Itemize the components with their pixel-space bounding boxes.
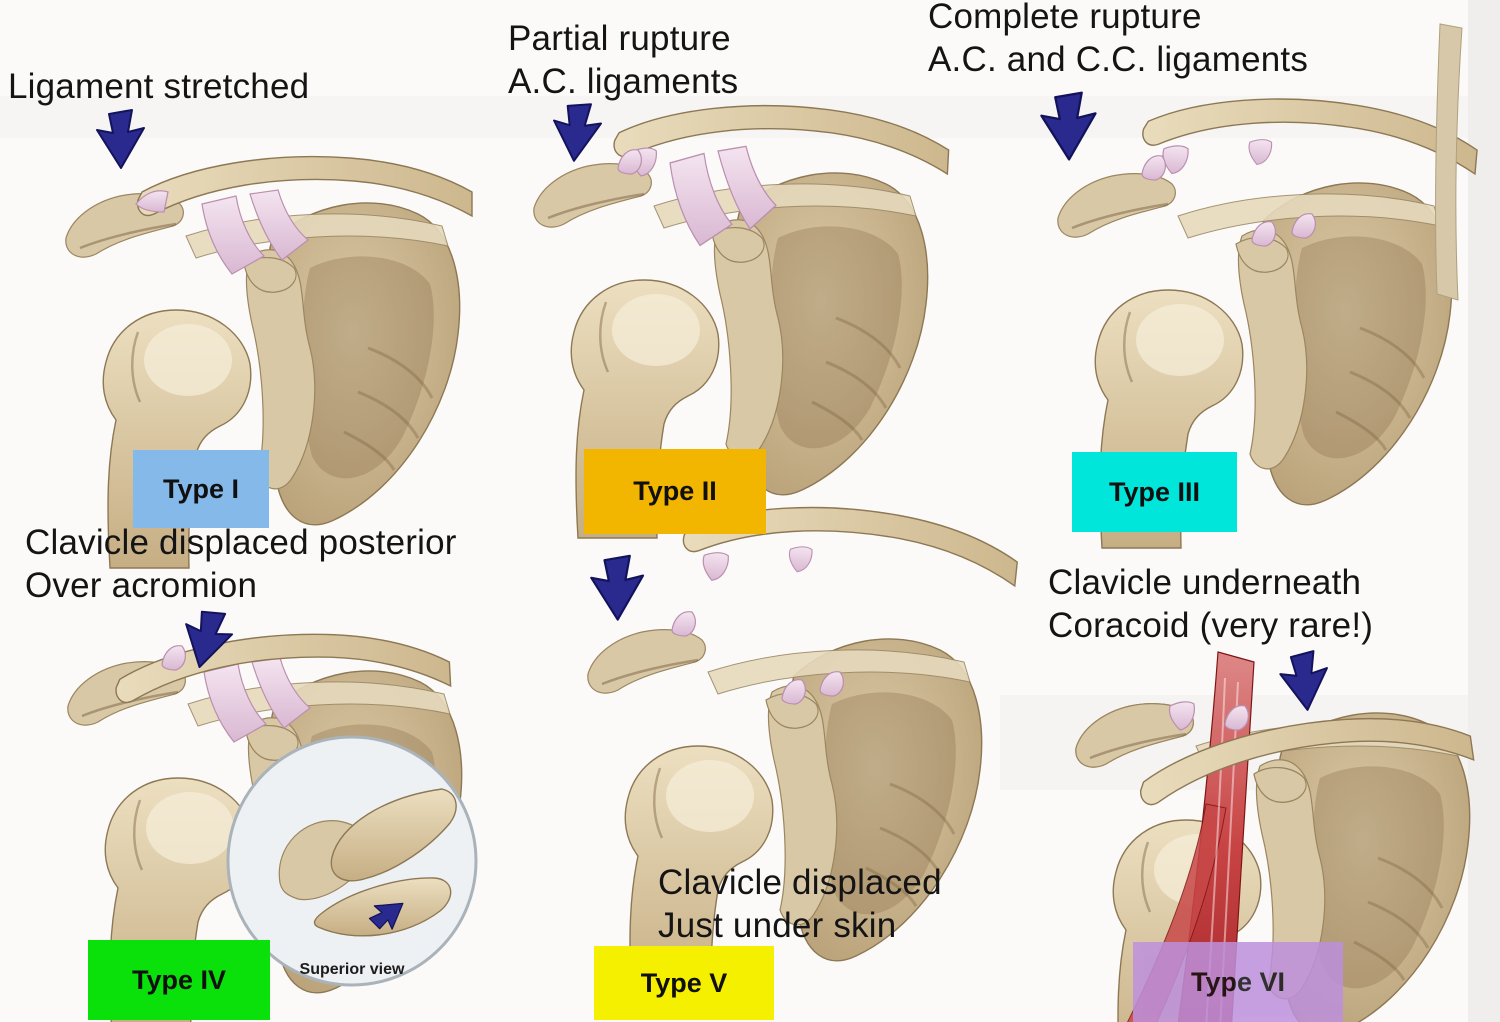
superior-view-inset: Superior view — [226, 735, 478, 987]
caption-line: A.C. and C.C. ligaments — [928, 39, 1309, 79]
caption-line: Just under skin — [658, 905, 897, 945]
force-arrow-icon — [96, 109, 145, 169]
type-iii-badge-label: Type III — [1108, 476, 1201, 507]
force-arrow-icon — [590, 554, 645, 621]
illustration-type-iv: Superior view — [12, 603, 478, 1022]
caption-line: Complete rupture — [928, 0, 1202, 36]
clavicle-bone — [612, 96, 952, 178]
caption-line: Clavicle underneath — [1048, 563, 1362, 602]
torn-ligament — [1141, 155, 1166, 181]
stretched-ligament — [161, 645, 186, 671]
type-i-badge: Type I — [133, 450, 269, 528]
torn-ligament — [1246, 137, 1273, 167]
illustration-type-vi — [1020, 649, 1475, 1022]
torn-ligament — [1160, 143, 1190, 176]
caption-line: Ligament stretched — [8, 67, 310, 106]
type-v-badge: Type V — [594, 946, 774, 1020]
type-i-badge-label: Type I — [162, 473, 240, 504]
caption-type-ii: Partial rupture A.C. ligaments — [508, 18, 738, 103]
torn-ligament — [700, 550, 730, 583]
caption-line: Clavicle displaced — [658, 863, 942, 902]
force-arrow-icon — [549, 99, 604, 165]
type-iv-badge-label: Type IV — [131, 964, 227, 995]
caption-type-iii: Complete rupture A.C. and C.C. ligaments — [928, 0, 1308, 81]
torn-ligament — [787, 544, 814, 574]
type-vi-badge: Type VI — [1133, 942, 1343, 1022]
caption-line: Clavicle displaced posterior — [25, 523, 457, 562]
caption-type-v: Clavicle displaced Just under skin — [658, 862, 942, 947]
type-ii-badge: Type II — [584, 449, 766, 534]
type-vi-badge-label: Type VI — [1190, 966, 1286, 997]
caption-type-i: Ligament stretched — [8, 66, 309, 109]
inset-label: Superior view — [300, 961, 405, 978]
torn-ligament — [1251, 221, 1276, 247]
torn-ligament — [671, 611, 696, 637]
caption-line: Coracoid (very rare!) — [1048, 605, 1374, 645]
caption-line: Partial rupture — [508, 19, 731, 58]
force-arrow-icon — [1040, 91, 1097, 161]
torn-ligament — [781, 679, 806, 705]
caption-line: Over acromion — [25, 565, 258, 605]
bone-sliver — [1435, 23, 1463, 301]
type-ii-badge-label: Type II — [633, 476, 717, 506]
type-v-badge-label: Type V — [640, 967, 728, 998]
caption-type-iv: Clavicle displaced posterior Over acromi… — [25, 522, 457, 607]
type-iii-badge: Type III — [1072, 452, 1237, 532]
caption-line: A.C. ligaments — [508, 61, 739, 101]
force-arrow-icon — [1277, 649, 1332, 713]
clavicle-bone — [136, 155, 473, 217]
caption-type-vi: Clavicle underneath Coracoid (very rare!… — [1048, 562, 1373, 647]
clavicle-top-view — [330, 788, 457, 882]
type-iv-badge: Type IV — [88, 940, 270, 1020]
